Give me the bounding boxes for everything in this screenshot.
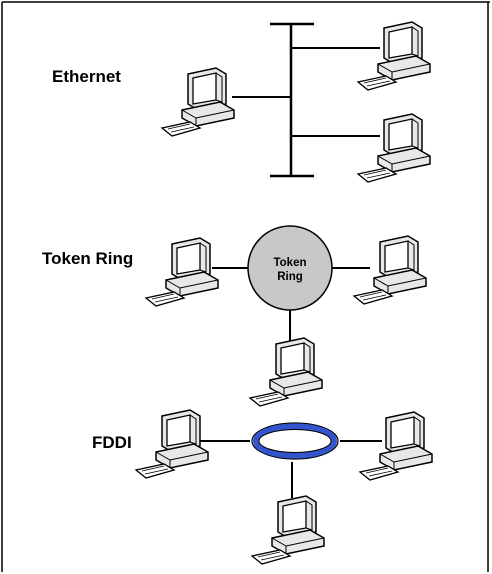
- computer-icon: [359, 411, 433, 481]
- computer-icon: [249, 337, 323, 407]
- computer-icon: [251, 495, 325, 565]
- computer-icon: [353, 235, 427, 305]
- computer-icon: [357, 21, 431, 91]
- fddi-ring: [253, 423, 337, 459]
- computer-icon: [161, 67, 235, 137]
- computer-icon: [135, 409, 209, 479]
- ethernet-label: Ethernet: [52, 67, 121, 86]
- ethernet-segment: [232, 22, 380, 178]
- fddi-segment: [200, 422, 382, 498]
- token-ring-segment: [212, 225, 370, 342]
- token-ring-node: [247, 225, 333, 311]
- computer-icon: [145, 237, 219, 307]
- token-ring-node-label: Token Ring: [248, 256, 332, 284]
- token-ring-node-line2: Ring: [277, 271, 303, 283]
- fddi-ring-inner: [258, 429, 332, 453]
- token-ring-node-line1: Token: [273, 257, 307, 269]
- computer-icon: [357, 113, 431, 183]
- token-ring-label: Token Ring: [42, 249, 134, 268]
- fddi-label: FDDI: [92, 433, 132, 452]
